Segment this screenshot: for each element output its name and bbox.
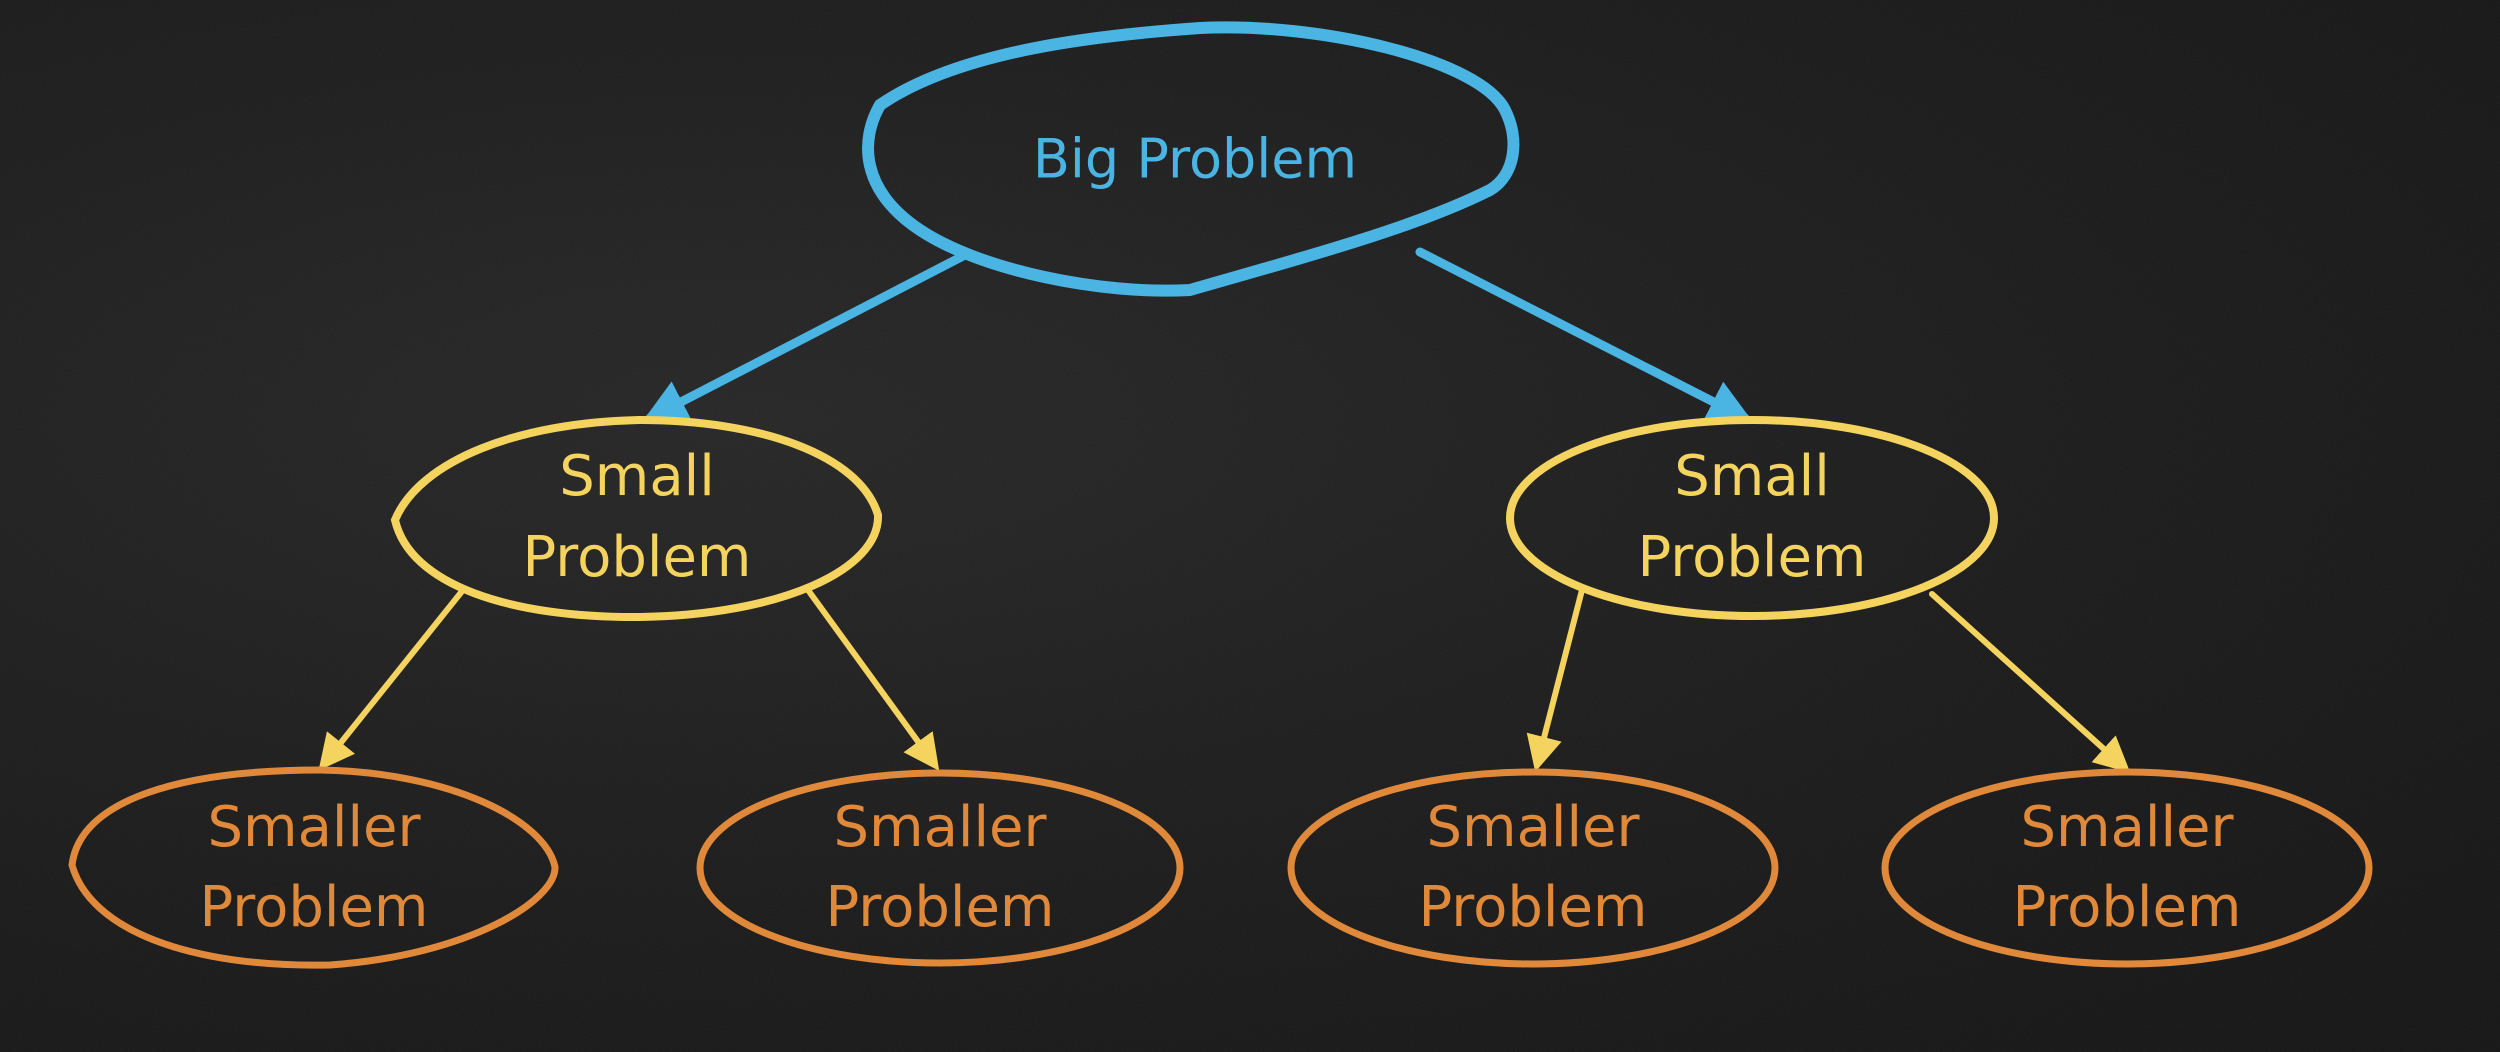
smaller-problem-1-line1: Smaller [207, 795, 421, 860]
arrow-small-right-to-smaller-3 [1526, 587, 1585, 772]
smaller-problem-1-outline [68, 766, 559, 969]
arrow-big-to-small-right [1415, 247, 1754, 423]
arrow-small-right-to-smaller-4 [1929, 591, 2131, 773]
smaller-problem-4-line2: Problem [2013, 875, 2242, 940]
small-problem-node-right: Small Problem [1506, 416, 1998, 620]
small-problem-right-line1: Small [1674, 444, 1830, 509]
smaller-problem-2-line2: Problem [826, 875, 1055, 940]
smaller-problem-3-line1: Smaller [1426, 795, 1640, 860]
small-problem-left-line2: Problem [523, 525, 752, 590]
big-problem-label: Big Problem [1033, 128, 1357, 191]
smaller-problem-1-line2: Problem [200, 875, 429, 940]
smaller-problem-4-line1: Smaller [2020, 795, 2234, 860]
smaller-problem-3-outline [1287, 768, 1779, 968]
small-problem-node-left: Small Problem [390, 415, 883, 622]
big-problem-outline [862, 21, 1520, 297]
smaller-problem-2-outline [696, 769, 1184, 967]
smaller-problem-node-1: Smaller Problem [68, 766, 559, 969]
smaller-problem-node-3: Smaller Problem [1287, 768, 1779, 968]
arrow-big-to-small-left [642, 250, 970, 423]
small-problem-right-line2: Problem [1638, 525, 1867, 590]
smaller-problem-node-2: Smaller Problem [696, 769, 1184, 967]
big-problem-node: Big Problem [862, 21, 1520, 297]
smaller-problem-2-line1: Smaller [833, 795, 1047, 860]
small-problem-left-outline [390, 415, 883, 622]
smaller-problem-node-4: Smaller Problem [1881, 768, 2373, 968]
smaller-problem-3-line2: Problem [1419, 875, 1648, 940]
small-problem-right-outline [1506, 416, 1998, 620]
smaller-problem-4-outline [1881, 768, 2373, 968]
arrow-small-left-to-smaller-2 [805, 587, 940, 771]
small-problem-left-line1: Small [559, 444, 715, 509]
arrow-small-left-to-smaller-1 [318, 587, 466, 771]
